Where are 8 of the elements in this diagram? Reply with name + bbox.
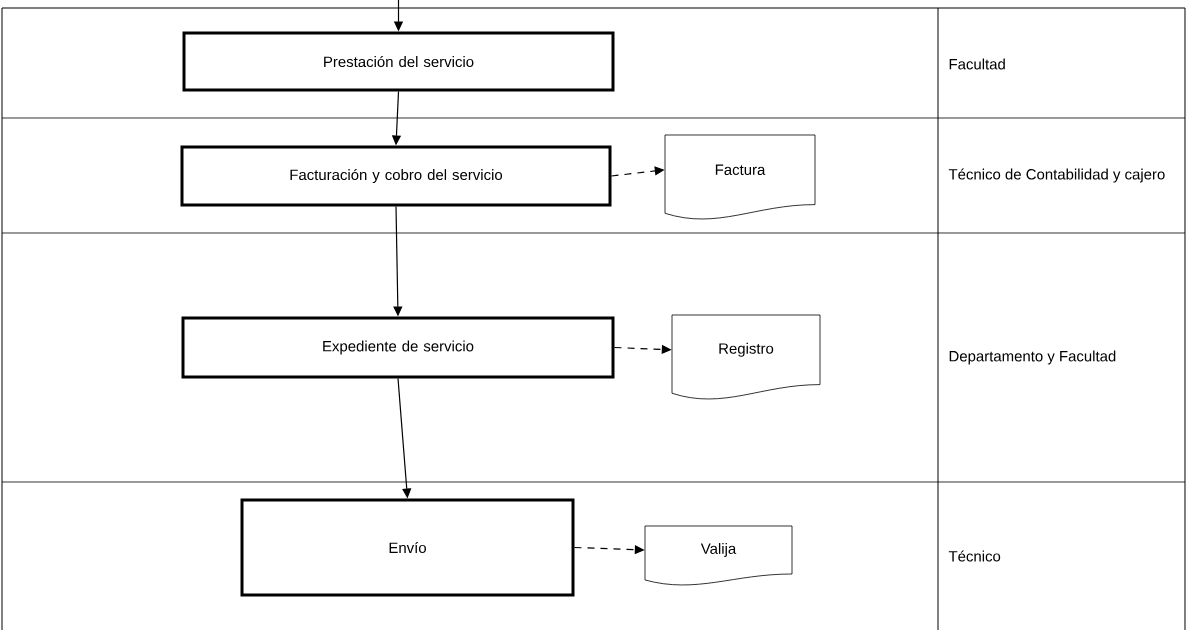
process-box: Envío <box>240 498 575 597</box>
lane-label: Técnico <box>948 550 1001 562</box>
process-box: Expediente de servicio <box>181 316 615 379</box>
process-box: Prestación del servicio <box>182 31 615 92</box>
lane-label: Facultad <box>949 58 1005 70</box>
process-box: Facturación y cobro del servicio <box>180 145 612 207</box>
lane-label: Técnico de Contabilidad y cajero <box>948 168 1165 183</box>
lane-label: Departamento y Facultad <box>949 350 1116 365</box>
